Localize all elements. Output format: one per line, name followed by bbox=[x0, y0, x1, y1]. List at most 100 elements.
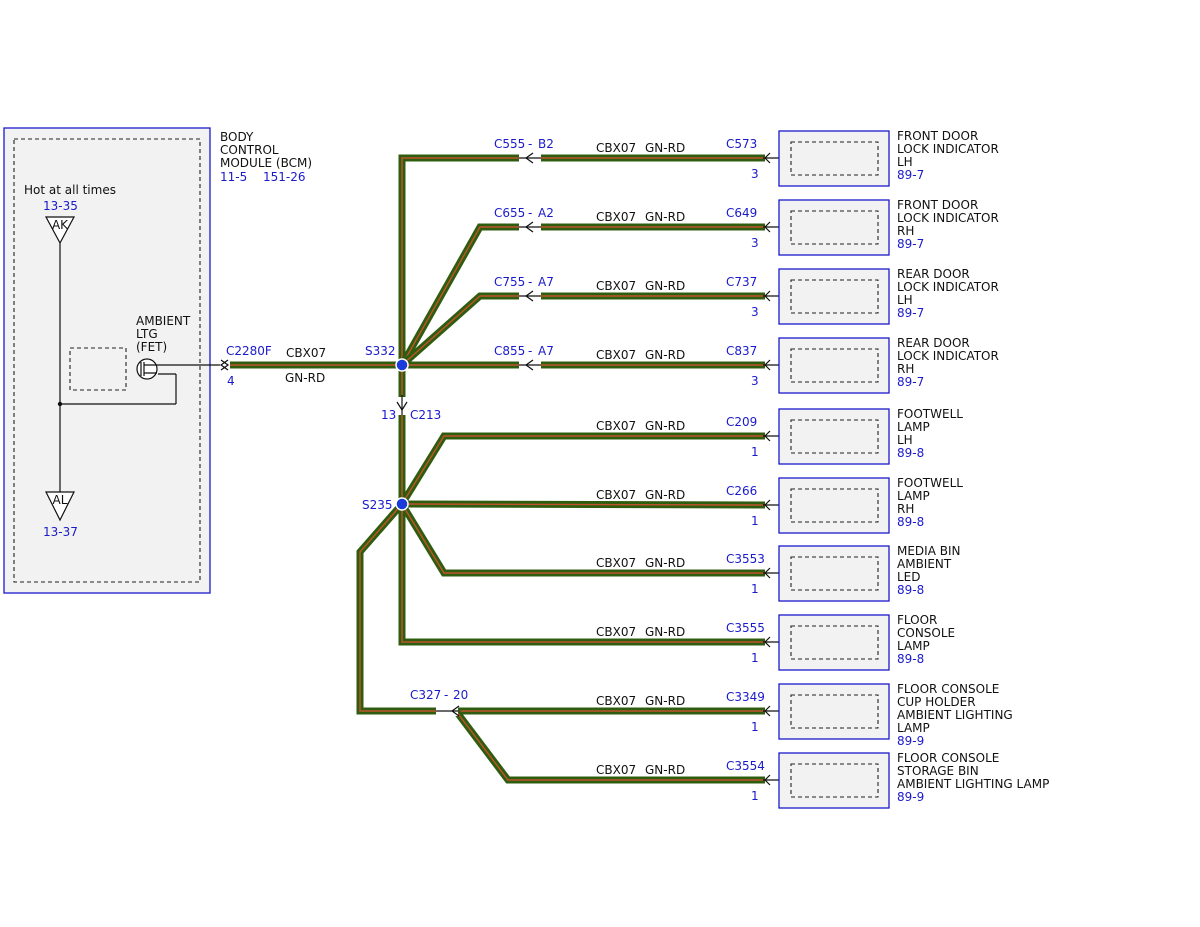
wire-color-label: GN-RD bbox=[645, 763, 685, 777]
component-box bbox=[778, 268, 890, 325]
fet-label-line: AMBIENT bbox=[136, 314, 191, 328]
connector-label: C649 bbox=[726, 206, 757, 220]
branch-wire-c209 bbox=[399, 432, 765, 506]
wire-color-label: GN-RD bbox=[645, 419, 685, 433]
component-name-line: LOCK INDICATOR bbox=[897, 142, 999, 156]
bcm-outline bbox=[3, 127, 211, 594]
component-name-line: LH bbox=[897, 155, 913, 169]
component-ref: 89-8 bbox=[897, 652, 924, 666]
c213-pin: 13 bbox=[381, 408, 396, 422]
terminal-al-label: AL bbox=[53, 493, 68, 507]
branch-wire-c3349-stripe bbox=[359, 503, 765, 712]
component-inner-dashed bbox=[790, 694, 879, 729]
terminal-al-icon bbox=[45, 491, 75, 522]
component-name-line: RH bbox=[897, 362, 914, 376]
component-name-line: LH bbox=[897, 433, 913, 447]
component-inner-dashed bbox=[790, 141, 879, 176]
component-arrow-icon bbox=[764, 430, 771, 442]
component-arrow-icon bbox=[764, 359, 771, 371]
c327-label: C327 bbox=[410, 688, 441, 702]
branch-wire-c573-stripe bbox=[401, 157, 765, 365]
terminal-ak-icon bbox=[44, 216, 76, 245]
connector-pin: 3 bbox=[751, 305, 759, 319]
component-name-line: LOCK INDICATOR bbox=[897, 349, 999, 363]
inline-connector-pin: B2 bbox=[538, 137, 554, 151]
component-name-line: LAMP bbox=[897, 721, 930, 735]
splice-s332-icon bbox=[395, 358, 409, 372]
fet-dashed-box bbox=[69, 347, 127, 391]
component-ref: 89-7 bbox=[897, 237, 924, 251]
circuit-label: CBX07 bbox=[596, 348, 636, 362]
circuit-label: CBX07 bbox=[596, 556, 636, 570]
inline-connector-dash: - bbox=[528, 137, 532, 151]
inline-connector-label: C655 bbox=[494, 206, 525, 220]
component-box bbox=[778, 752, 890, 809]
component-inner-dashed bbox=[790, 625, 879, 660]
component-box bbox=[778, 545, 890, 602]
component-name-line: REAR DOOR bbox=[897, 267, 970, 281]
c327-dash: - bbox=[444, 688, 448, 702]
wire-color-label: GN-RD bbox=[645, 625, 685, 639]
component-inner-dashed bbox=[790, 763, 879, 798]
component-arrow-icon bbox=[764, 290, 771, 302]
component-ref: 89-7 bbox=[897, 306, 924, 320]
connector-label: C3554 bbox=[726, 759, 765, 773]
circuit-label: CBX07 bbox=[596, 763, 636, 777]
component-arrow-icon bbox=[764, 152, 771, 164]
component-name-line: LAMP bbox=[897, 639, 930, 653]
component-inner-dashed bbox=[790, 210, 879, 245]
component-name-line: LH bbox=[897, 293, 913, 307]
component-inner-dashed bbox=[790, 556, 879, 591]
inline-connector-pin: A7 bbox=[538, 275, 554, 289]
connector-pin: 1 bbox=[751, 720, 759, 734]
component-name-line: MEDIA BIN bbox=[897, 544, 961, 558]
splice-s235-icon bbox=[395, 497, 409, 511]
component-ref: 89-8 bbox=[897, 583, 924, 597]
wire-color-label: GN-RD bbox=[645, 694, 685, 708]
connector-label: C3553 bbox=[726, 552, 765, 566]
component-ref: 89-7 bbox=[897, 375, 924, 389]
component-box bbox=[778, 199, 890, 256]
fet-label-line: (FET) bbox=[136, 340, 167, 354]
inline-connector-dash: - bbox=[528, 344, 532, 358]
bottom-ref: 13-37 bbox=[43, 525, 78, 539]
branch-wire-c737 bbox=[399, 292, 765, 368]
connector-pin: 1 bbox=[751, 582, 759, 596]
inline-connector-dash: - bbox=[528, 275, 532, 289]
connector-pin: 1 bbox=[751, 514, 759, 528]
c213-label: C213 bbox=[410, 408, 441, 422]
connector-label: C3349 bbox=[726, 690, 765, 704]
hot-at-all-times-label: Hot at all times bbox=[24, 183, 116, 197]
circuit-label: CBX07 bbox=[596, 419, 636, 433]
component-box bbox=[778, 130, 890, 187]
connector-pin: 1 bbox=[751, 789, 759, 803]
component-name-line: LOCK INDICATOR bbox=[897, 211, 999, 225]
bcm-inner-dashed bbox=[13, 138, 201, 583]
fet-label-line: LTG bbox=[136, 327, 158, 341]
component-ref: 89-8 bbox=[897, 446, 924, 460]
component-box bbox=[778, 477, 890, 534]
component-name-line: AMBIENT bbox=[897, 557, 952, 571]
connector-label: C209 bbox=[726, 415, 757, 429]
component-name-line: FLOOR CONSOLE bbox=[897, 751, 999, 765]
c2280f-arrow-head bbox=[220, 359, 230, 371]
component-arrow-icon bbox=[764, 705, 771, 717]
wire-color-label: GN-RD bbox=[645, 279, 685, 293]
component-name-line: RH bbox=[897, 224, 914, 238]
terminal-ak-label: AK bbox=[52, 218, 69, 232]
c213-arrow bbox=[396, 401, 408, 412]
component-name-line: CUP HOLDER bbox=[897, 695, 976, 709]
component-inner-dashed bbox=[790, 419, 879, 454]
wire-color-label: GN-RD bbox=[645, 210, 685, 224]
connector-label: C266 bbox=[726, 484, 757, 498]
fet-transistor-icon bbox=[136, 358, 158, 380]
inline-connector-label: C555 bbox=[494, 137, 525, 151]
c2280f-arrow bbox=[219, 359, 229, 371]
connector-pin: 1 bbox=[751, 651, 759, 665]
